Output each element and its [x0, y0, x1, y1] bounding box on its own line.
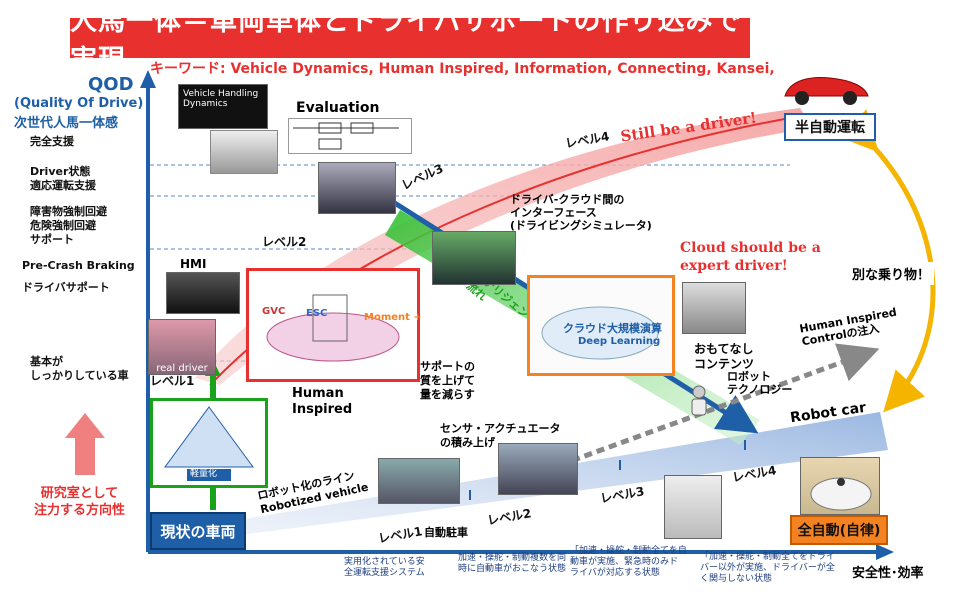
cloud-box [527, 275, 675, 376]
upper-level-2: レベル2 [262, 235, 307, 249]
sensor-actuator-label: センサ・アクチュエータ の積み上げ [440, 422, 561, 449]
y-level-precrash: Pre-Crash Braking [22, 259, 135, 272]
moment-label: Moment + [364, 312, 422, 323]
full-auto-box: 全自動(自律) [790, 515, 888, 545]
research-up-arrow [65, 413, 105, 475]
hmi-image [166, 272, 240, 314]
human-inspired-arrow [559, 343, 880, 468]
full-auto-label: 全自動(自律) [797, 523, 881, 539]
current-car-label: 現状の車両 [160, 522, 236, 541]
hmi-label: HMI [180, 257, 207, 271]
control-diagram [288, 118, 412, 154]
steering-image [318, 162, 396, 214]
lightweight-box [150, 398, 268, 488]
human-inspired-box [246, 268, 420, 382]
bottom-note-4: 「加速・操舵・制動全てをドライ バー以外が実施、ドライバーが全 く関与しない状態 [700, 552, 835, 584]
y-level-support: ドライバサポート [22, 281, 110, 294]
y-axis-subtitle: (Quality Of Drive) [14, 96, 144, 111]
y-axis-subtitle2: 次世代人馬一体感 [14, 116, 119, 131]
simulator-image [432, 231, 516, 285]
vehicle-dynamics-image: Vehicle Handling Dynamics [178, 84, 268, 129]
cloud-icon [541, 306, 659, 360]
esc-label: ESC [306, 308, 328, 319]
bottom-note-3: 「加速・操舵・制動全てを自 動車が実施、緊急時のみド ライバが対応する状態 [570, 546, 687, 578]
robot-tech-label: ロボット テクノロジー [727, 370, 793, 396]
gvc-label: GVC [262, 306, 286, 317]
robot-driver-image [682, 282, 746, 334]
y-level-avoid: 障害物強制回避 危険強制回避 サポート [30, 205, 107, 246]
keywords-line: キーワード: Vehicle Dynamics, Human Inspired,… [150, 61, 775, 77]
pod-vehicle-image [664, 475, 722, 539]
omotenashi-label: おもてなし コンテンツ [694, 342, 755, 371]
y-level-basic: 基本が しっかりしている車 [30, 355, 129, 382]
robot-figure-image [684, 384, 714, 418]
real-driver-image: real driver [148, 319, 216, 375]
half-auto-label: 半自動運転 [795, 120, 865, 136]
different-vehicle-label: 別な乗り物！ [848, 262, 935, 285]
title-banner: 人馬一体＝車両単体とドライバサポートの作り込みで実現 [70, 6, 750, 76]
real-driver-label: real driver [156, 363, 208, 374]
parking-car-image [378, 458, 460, 504]
sports-car-image [780, 58, 872, 112]
y-axis-title: QOD [88, 74, 134, 95]
half-auto-box: 半自動運転 [784, 113, 876, 141]
deep-learning-label: Deep Learning [578, 336, 661, 347]
cloud-interface-label: ドライバ-クラウド間の インターフェース (ドライビングシミュレータ) [510, 193, 652, 232]
page-title: 人馬一体＝車両単体とドライバサポートの作り込みで実現 [70, 6, 742, 76]
chassis-image [210, 130, 278, 174]
x-axis-title: 安全性･効率 [852, 566, 924, 581]
driver-band [195, 108, 812, 385]
cloud-compute-label: クラウド大規模演算 [563, 322, 662, 335]
y-level-driver-state: Driver状態 適応運転支援 [30, 165, 96, 192]
sedan-image [498, 443, 578, 495]
y-level-full: 完全支援 [30, 135, 74, 148]
current-car-box: 現状の車両 [150, 512, 246, 550]
lightweight-label: 軽量化 [190, 469, 218, 479]
auto-parking-label: 自動駐車 [424, 526, 468, 539]
research-direction-label: 研究室として 注力する方向性 [34, 486, 126, 518]
bottom-note-2: 加速・操舵・制動複数を同 時に自動車がおこなう状態 [458, 553, 567, 574]
upper-level-1: レベル1 [150, 374, 195, 388]
evaluation-label: Evaluation [296, 100, 380, 116]
bottom-note-1: 実用化されている安 全運転支援システム [344, 557, 425, 578]
gvc-esc-diagram [266, 294, 400, 362]
support-quality-label: サポートの 質を上げて 量を減らす [420, 360, 475, 401]
triangle-diagram [164, 406, 254, 481]
google-car-image [800, 457, 880, 515]
human-inspired-label: Human Inspired [292, 386, 353, 417]
cloud-expert-label: Cloud should be a expert driver! [680, 240, 821, 274]
